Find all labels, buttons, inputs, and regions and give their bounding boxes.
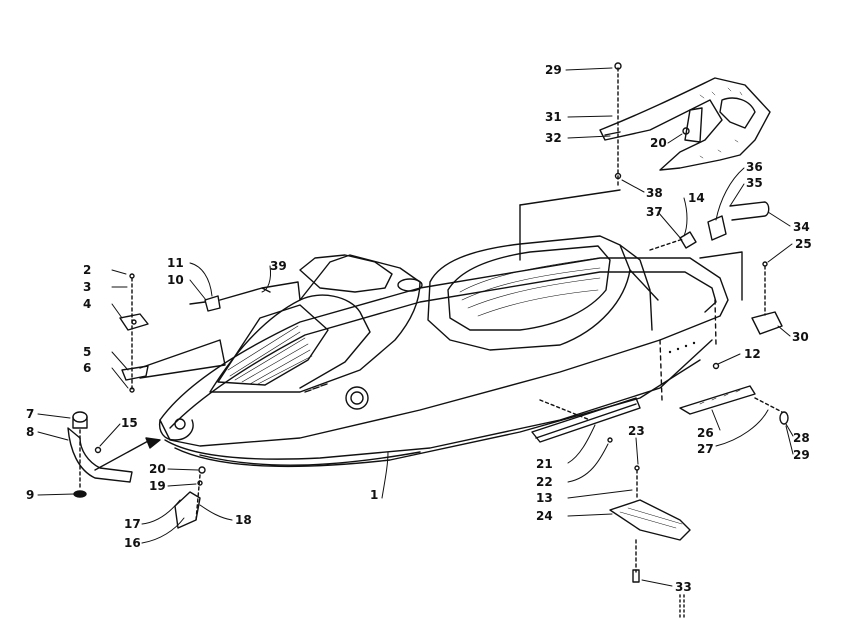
callout-10: 10	[167, 273, 184, 287]
callout-11: 11	[167, 256, 184, 270]
callout-17: 17	[124, 517, 141, 531]
callout-1: 1	[370, 488, 379, 502]
callout-21: 21	[536, 457, 553, 471]
callout-4: 4	[83, 297, 92, 311]
callout-13: 13	[536, 491, 553, 505]
callout-23: 23	[628, 424, 645, 438]
latch-assembly	[189, 281, 301, 312]
callout-39: 39	[270, 259, 287, 273]
rear-clip	[751, 261, 783, 335]
hinge-assembly	[119, 273, 226, 393]
callout-35: 35	[746, 176, 763, 190]
callout-2: 2	[83, 263, 92, 277]
callout-9: 9	[26, 488, 35, 502]
callout-15: 15	[121, 416, 138, 430]
keel-strip	[531, 397, 641, 443]
callout-7: 7	[26, 407, 35, 421]
side-trim	[679, 362, 789, 425]
grab-handle	[599, 77, 771, 171]
callout-8: 8	[26, 425, 35, 439]
callout-18: 18	[235, 513, 252, 527]
callout-12: 12	[744, 347, 761, 361]
callout-36: 36	[746, 160, 763, 174]
callout-3: 3	[83, 280, 92, 294]
callout-32: 32	[545, 131, 562, 145]
callout-29a: 29	[545, 63, 562, 77]
callout-24: 24	[536, 509, 553, 523]
latch-linkage	[649, 201, 770, 301]
bumper-assembly	[67, 411, 161, 498]
intake-plate	[609, 465, 691, 618]
callout-27: 27	[697, 442, 714, 456]
callout-31: 31	[545, 110, 562, 124]
seat-mount-hardware	[519, 62, 622, 261]
leader-lines	[37, 67, 794, 587]
callout-26: 26	[697, 426, 714, 440]
callout-5: 5	[83, 345, 92, 359]
callout-38: 38	[646, 186, 663, 200]
callout-25: 25	[795, 237, 812, 251]
callout-34: 34	[793, 220, 810, 234]
callout-30: 30	[792, 330, 809, 344]
hull-body	[158, 235, 729, 468]
callout-22: 22	[536, 475, 553, 489]
callout-20b: 20	[650, 136, 667, 150]
callout-28: 28	[793, 431, 810, 445]
callout-16: 16	[124, 536, 141, 550]
callout-29b: 29	[793, 448, 810, 462]
cleat-assembly	[174, 466, 206, 529]
callout-20a: 20	[149, 462, 166, 476]
callout-37: 37	[646, 205, 663, 219]
callout-14: 14	[688, 191, 705, 205]
callout-33: 33	[675, 580, 692, 594]
callout-6: 6	[83, 361, 92, 375]
callout-19: 19	[149, 479, 166, 493]
